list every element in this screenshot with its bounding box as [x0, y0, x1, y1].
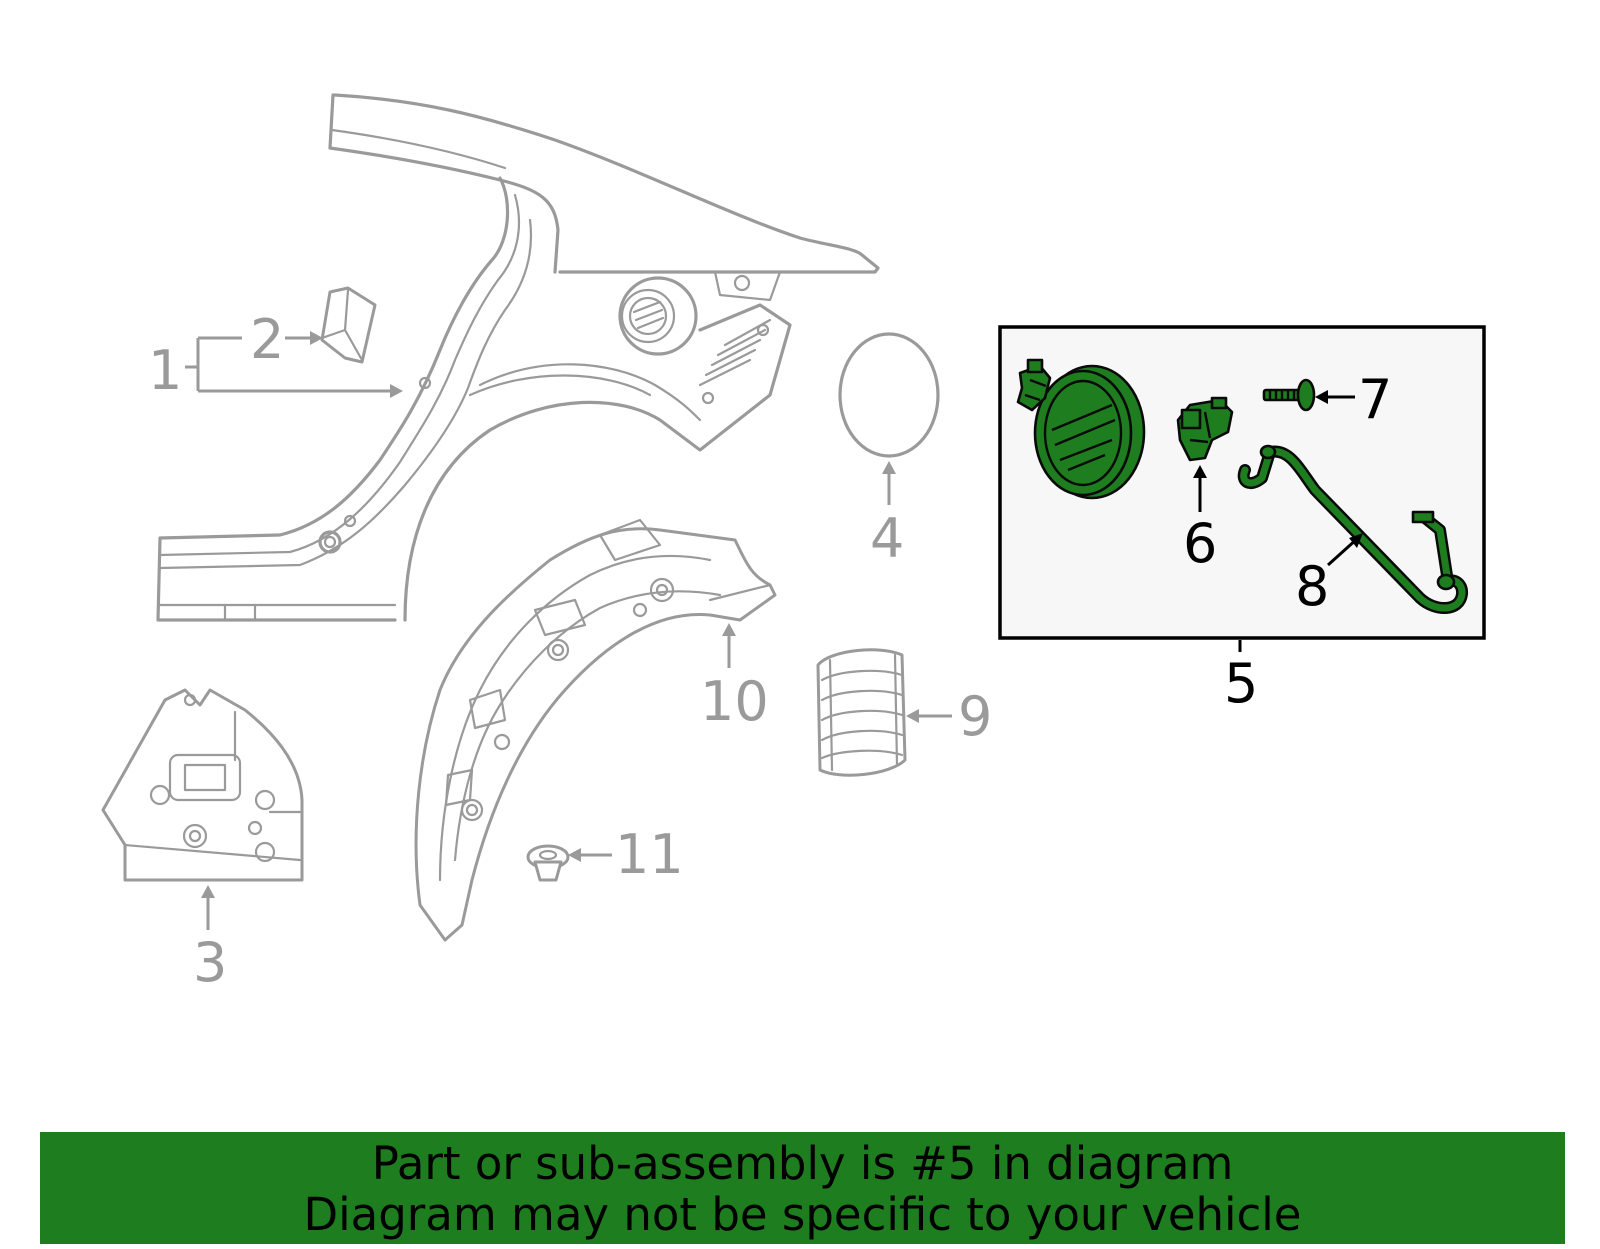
callout-9: 9 [958, 685, 992, 748]
callout-7: 7 [1358, 368, 1392, 431]
banner-line-1: Part or sub-assembly is #5 in diagram [371, 1137, 1234, 1190]
bolt-part-7[interactable] [1262, 378, 1316, 412]
callout-10-group: 10 [700, 623, 769, 733]
fuel-door-part-4[interactable] [838, 332, 940, 458]
callout-6-group: 6 [1183, 465, 1217, 575]
callout-7-group: 7 [1315, 368, 1392, 431]
banner-line-2: Diagram may not be specific to your vehi… [303, 1188, 1302, 1241]
info-banner: Part or sub-assembly is #5 in diagram Di… [40, 1132, 1565, 1244]
callout-2-group: 2 [250, 308, 323, 371]
callout-8: 8 [1295, 555, 1329, 618]
actuator-part-6[interactable] [1176, 396, 1234, 462]
callout-1: 1 [148, 339, 182, 402]
callout-5: 5 [1224, 652, 1258, 715]
filler-housing[interactable] [1016, 358, 1146, 500]
vent-part-9[interactable] [816, 648, 907, 777]
callout-3: 3 [193, 931, 227, 994]
bracket-part-2[interactable] [320, 286, 377, 364]
drain-hose-part-8[interactable] [1237, 444, 1468, 614]
callout-4: 4 [870, 507, 904, 570]
callout-6: 6 [1183, 512, 1217, 575]
callout-5-group: 5 [1224, 640, 1258, 715]
inset-part-5[interactable]: 6 7 8 [998, 325, 1486, 640]
callout-11-group: 11 [568, 823, 684, 886]
callout-8-group: 8 [1295, 533, 1363, 618]
callout-1-group: 1 [148, 336, 403, 402]
callout-10: 10 [700, 670, 769, 733]
quarter-panel-part-1[interactable] [156, 93, 880, 622]
callout-2: 2 [250, 308, 284, 371]
clip-part-11[interactable] [526, 844, 570, 882]
callout-4-group: 4 [870, 461, 904, 570]
callout-3-group: 3 [193, 885, 227, 994]
callout-9-group: 9 [906, 685, 992, 748]
rear-extension-part-3[interactable] [101, 688, 304, 882]
callout-11: 11 [615, 823, 684, 886]
wheelhouse-liner-part-10[interactable] [414, 518, 777, 942]
